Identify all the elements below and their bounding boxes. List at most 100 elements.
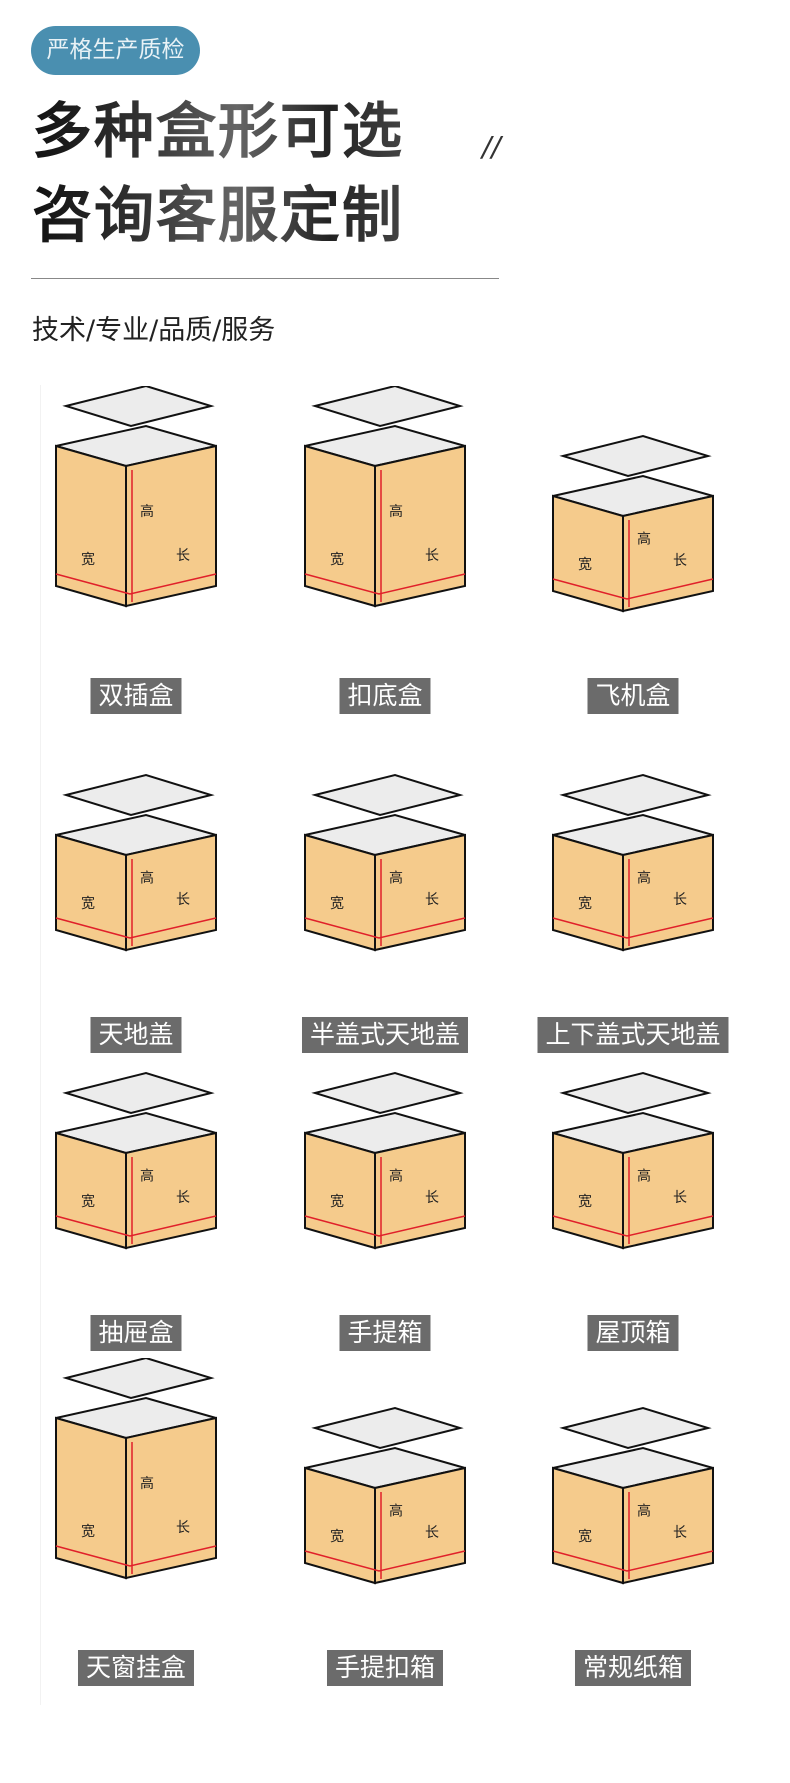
dim-length: 长 <box>425 892 439 908</box>
dim-length: 长 <box>176 892 190 908</box>
dim-width: 宽 <box>330 895 344 912</box>
subtitle: 技术/专业/品质/服务 <box>32 315 276 346</box>
box-type-item: 宽 高 长 抽屉盒 <box>11 1023 261 1353</box>
box-lid <box>559 1406 712 1450</box>
dim-width: 宽 <box>578 895 592 912</box>
box-left-face <box>552 833 624 952</box>
box-lid <box>311 773 464 817</box>
box-lid <box>311 1071 464 1115</box>
quality-badge: 严格生产质检 <box>31 26 200 75</box>
dimension-line <box>55 917 217 939</box>
dimension-line <box>55 573 217 595</box>
box-lid <box>311 1406 464 1450</box>
box-type-label: 飞机盒 <box>587 678 679 714</box>
box-left-face <box>552 494 624 613</box>
box-lid <box>62 1358 215 1400</box>
dim-width: 宽 <box>330 551 344 568</box>
box-type-label: 扣底盒 <box>339 678 431 714</box>
box-illustration: 宽 高 长 <box>55 386 217 608</box>
box-type-label: 屋顶箱 <box>587 1315 679 1351</box>
box-illustration: 宽 高 长 <box>552 1071 714 1250</box>
box-illustration: 宽 高 长 <box>552 1406 714 1585</box>
dimension-line <box>55 1215 217 1237</box>
box-type-label: 上下盖式天地盖 <box>537 1017 729 1053</box>
dim-height: 高 <box>389 1503 403 1520</box>
dim-height: 高 <box>637 1168 651 1185</box>
dimension-line <box>552 1550 714 1572</box>
dim-height: 高 <box>140 503 154 520</box>
dim-width: 宽 <box>81 895 95 912</box>
dim-length: 长 <box>425 1525 439 1541</box>
decorative-slash: // <box>482 130 501 163</box>
dim-height: 高 <box>389 1168 403 1185</box>
dim-length: 长 <box>673 892 687 908</box>
box-type-item: 宽 高 长 双插盒 <box>11 386 261 716</box>
box-type-label: 天窗挂盒 <box>77 1650 195 1686</box>
box-left-face <box>304 1466 376 1585</box>
dim-width: 宽 <box>330 1193 344 1210</box>
divider <box>31 278 499 279</box>
box-right-face <box>374 1466 466 1585</box>
box-type-label: 手提箱 <box>339 1315 431 1351</box>
dim-width: 宽 <box>578 1193 592 1210</box>
box-illustration: 宽 高 长 <box>55 1358 217 1580</box>
page-title-line1: 多种盒形可选 <box>32 97 404 167</box>
box-type-label: 双插盒 <box>90 678 182 714</box>
box-left-face <box>304 1131 376 1250</box>
dim-length: 长 <box>176 548 190 564</box>
box-illustration: 宽 高 长 <box>304 1071 466 1250</box>
box-right-face <box>622 1466 714 1585</box>
dimension-line <box>552 578 714 600</box>
box-left-face <box>304 833 376 952</box>
box-left-face <box>304 444 376 608</box>
dim-length: 长 <box>425 548 439 564</box>
page-title-line2: 咨询客服定制 <box>32 181 404 251</box>
box-right-face <box>125 444 217 608</box>
dim-length: 长 <box>673 1190 687 1206</box>
dimension-line <box>304 1215 466 1237</box>
dim-width: 宽 <box>330 1528 344 1545</box>
box-type-label: 抽屉盒 <box>90 1315 182 1351</box>
box-illustration: 宽 高 长 <box>552 434 714 613</box>
dim-height: 高 <box>637 870 651 887</box>
dim-width: 宽 <box>81 1523 95 1540</box>
box-lid <box>559 773 712 817</box>
box-right-face <box>125 1416 217 1580</box>
box-right-face <box>125 1131 217 1250</box>
box-illustration: 宽 高 长 <box>304 386 466 608</box>
box-right-face <box>622 1131 714 1250</box>
dim-height: 高 <box>140 870 154 887</box>
dim-height: 高 <box>637 531 651 548</box>
box-lid <box>62 386 215 428</box>
box-type-item: 宽 高 长 屋顶箱 <box>508 1023 758 1353</box>
dimension-line <box>552 917 714 939</box>
dimension-line <box>304 917 466 939</box>
box-left-face <box>55 444 127 608</box>
box-left-face <box>55 1131 127 1250</box>
box-lid <box>559 1071 712 1115</box>
box-type-label: 天地盖 <box>90 1017 182 1053</box>
box-left-face <box>55 833 127 952</box>
box-illustration: 宽 高 长 <box>552 773 714 952</box>
box-right-face <box>125 833 217 952</box>
box-lid <box>311 386 464 428</box>
box-type-item: 宽 高 长 常规纸箱 <box>508 1358 758 1688</box>
box-right-face <box>622 833 714 952</box>
dim-length: 长 <box>673 1525 687 1541</box>
box-type-item: 宽 高 长 手提箱 <box>260 1023 510 1353</box>
box-type-item: 宽 高 长 半盖式天地盖 <box>260 725 510 1055</box>
divider-vertical <box>40 385 41 1705</box>
dim-width: 宽 <box>81 1193 95 1210</box>
box-right-face <box>622 494 714 613</box>
dim-height: 高 <box>140 1475 154 1492</box>
box-type-item: 宽 高 长 飞机盒 <box>508 386 758 716</box>
box-right-face <box>374 444 466 608</box>
box-type-label: 常规纸箱 <box>574 1650 692 1686</box>
dim-length: 长 <box>176 1520 190 1536</box>
dimension-line <box>552 1215 714 1237</box>
box-lid <box>62 773 215 817</box>
box-lid <box>62 1071 215 1115</box>
dim-width: 宽 <box>578 1528 592 1545</box>
box-illustration: 宽 高 长 <box>304 1406 466 1585</box>
box-type-label: 半盖式天地盖 <box>301 1017 469 1053</box>
